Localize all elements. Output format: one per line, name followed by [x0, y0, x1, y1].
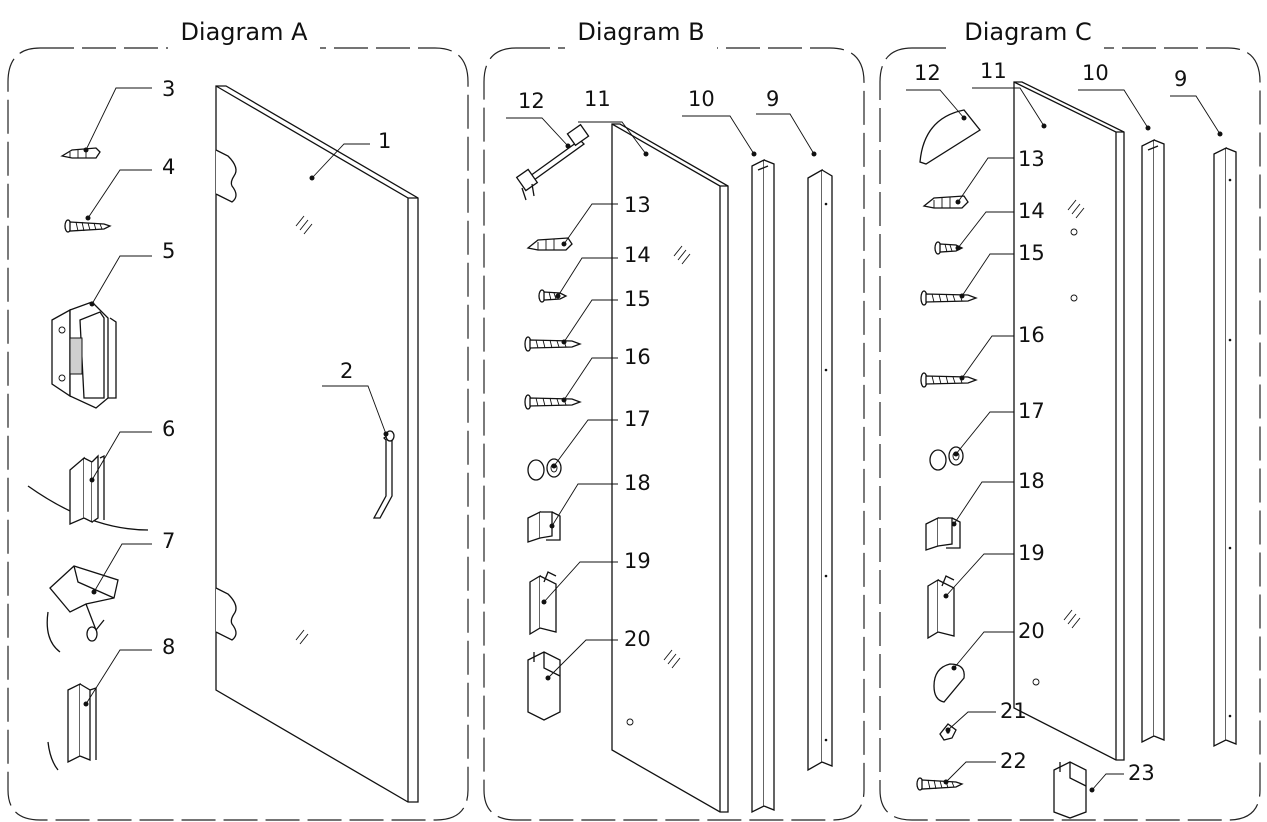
part-c-16-long-screw: [920, 372, 978, 388]
callout-c-14: 14: [1018, 199, 1045, 223]
diagram-b-panel: Diagram B: [483, 18, 865, 821]
callout-a-1: 1: [378, 129, 391, 153]
callout-b-16: 16: [624, 345, 651, 369]
part-6-seal-profile: [27, 454, 149, 531]
part-c-13-wall-plug: [922, 195, 969, 209]
callout-a-2: 2: [340, 359, 353, 383]
callout-c-12: 12: [914, 61, 941, 85]
callout-b-20: 20: [624, 627, 651, 651]
part-b-18-clip: [527, 510, 561, 543]
callout-b-19: 19: [624, 549, 651, 573]
callout-a-3: 3: [162, 77, 175, 101]
callout-c-21: 21: [1000, 699, 1027, 723]
diagram-c-leaders: [906, 87, 1223, 793]
part-b-19-end-profile: [529, 571, 557, 636]
diagram-b-frame: [483, 47, 865, 821]
diagram-b-title-bg: [565, 30, 717, 64]
part-c-11-fixed-panel: [1013, 81, 1125, 761]
part-c-18-clip: [925, 516, 961, 551]
part-b-10-profile: [751, 158, 775, 814]
callout-c-20: 20: [1018, 619, 1045, 643]
callout-c-18: 18: [1018, 469, 1045, 493]
callout-a-7: 7: [162, 529, 175, 553]
diagram-c-title: Diagram C: [964, 18, 1091, 46]
callout-c-10: 10: [1082, 61, 1109, 85]
diagram-a-frame: [7, 47, 469, 821]
diagram-b-parts: 12 11 10 9 13 14 15 16 17 18 19 20: [506, 87, 833, 814]
diagram-a-parts: 3 4 5 6 7 8 1 2: [27, 77, 419, 803]
callout-b-17: 17: [624, 407, 651, 431]
diagram-c-title-bg: [952, 30, 1104, 64]
callout-c-16: 16: [1018, 323, 1045, 347]
diagram-c-parts: 12 11 10 9 13 14 15 16 17 18 19 20 21 22…: [906, 59, 1237, 819]
callout-a-4: 4: [162, 155, 175, 179]
diagram-a-panel: Diagram A: [7, 18, 469, 821]
callout-c-17: 17: [1018, 399, 1045, 423]
part-b-20-cap-profile: [527, 651, 561, 721]
diagram-a-leaders: [83, 87, 389, 707]
callout-b-9: 9: [766, 87, 779, 111]
callout-c-9: 9: [1174, 67, 1187, 91]
part-c-23-cap-profile: [1053, 761, 1087, 819]
part-b-14-short-screw: [538, 289, 568, 303]
diagram-b-title: Diagram B: [577, 18, 704, 46]
part-c-12-corner-shelf: [919, 109, 981, 165]
diagram-c-panel: Diagram C: [879, 18, 1261, 821]
callout-c-13: 13: [1018, 147, 1045, 171]
part-b-9-wall-profile: [807, 168, 833, 772]
part-b-12-stabiliser-bar: [515, 123, 590, 201]
callout-b-12: 12: [518, 89, 545, 113]
callout-c-22: 22: [1000, 749, 1027, 773]
part-c-10-profile: [1141, 138, 1165, 744]
callout-b-18: 18: [624, 471, 651, 495]
part-5-hinge: [51, 301, 117, 409]
callout-c-23: 23: [1128, 761, 1155, 785]
callout-b-10: 10: [688, 87, 715, 111]
part-c-17-caps: [929, 446, 964, 471]
part-b-17-caps: [527, 458, 562, 481]
part-glass-door: [215, 85, 419, 803]
part-c-9-wall-profile: [1213, 146, 1237, 748]
part-b-11-fixed-panel: [611, 123, 729, 813]
part-8-seal-strip: [47, 682, 97, 771]
callout-a-6: 6: [162, 417, 175, 441]
callout-c-15: 15: [1018, 241, 1045, 265]
diagram-c-frame: [879, 47, 1261, 821]
callout-a-5: 5: [162, 239, 175, 263]
part-c-15-long-screw: [920, 290, 978, 306]
part-7-sweep-seal: [46, 565, 119, 653]
callout-c-19: 19: [1018, 541, 1045, 565]
part-3-wall-plug: [60, 147, 101, 159]
diagram-a-title-bg: [168, 30, 320, 64]
part-c-19-end-profile: [927, 575, 955, 640]
part-b-13-wall-plug: [526, 237, 573, 251]
part-4-screw: [64, 219, 112, 233]
part-c-20-end-cap: [933, 663, 965, 703]
callout-b-11: 11: [584, 87, 611, 111]
diagram-a-title: Diagram A: [180, 18, 308, 46]
part-c-22-screw: [916, 777, 964, 791]
callout-b-15: 15: [624, 287, 651, 311]
callout-b-14: 14: [624, 243, 651, 267]
callout-a-8: 8: [162, 635, 175, 659]
part-b-15-long-screw: [524, 336, 582, 352]
part-b-16-long-screw: [524, 394, 582, 410]
callout-b-13: 13: [624, 193, 651, 217]
callout-c-11: 11: [980, 59, 1007, 83]
diagram-b-leaders: [506, 113, 817, 681]
